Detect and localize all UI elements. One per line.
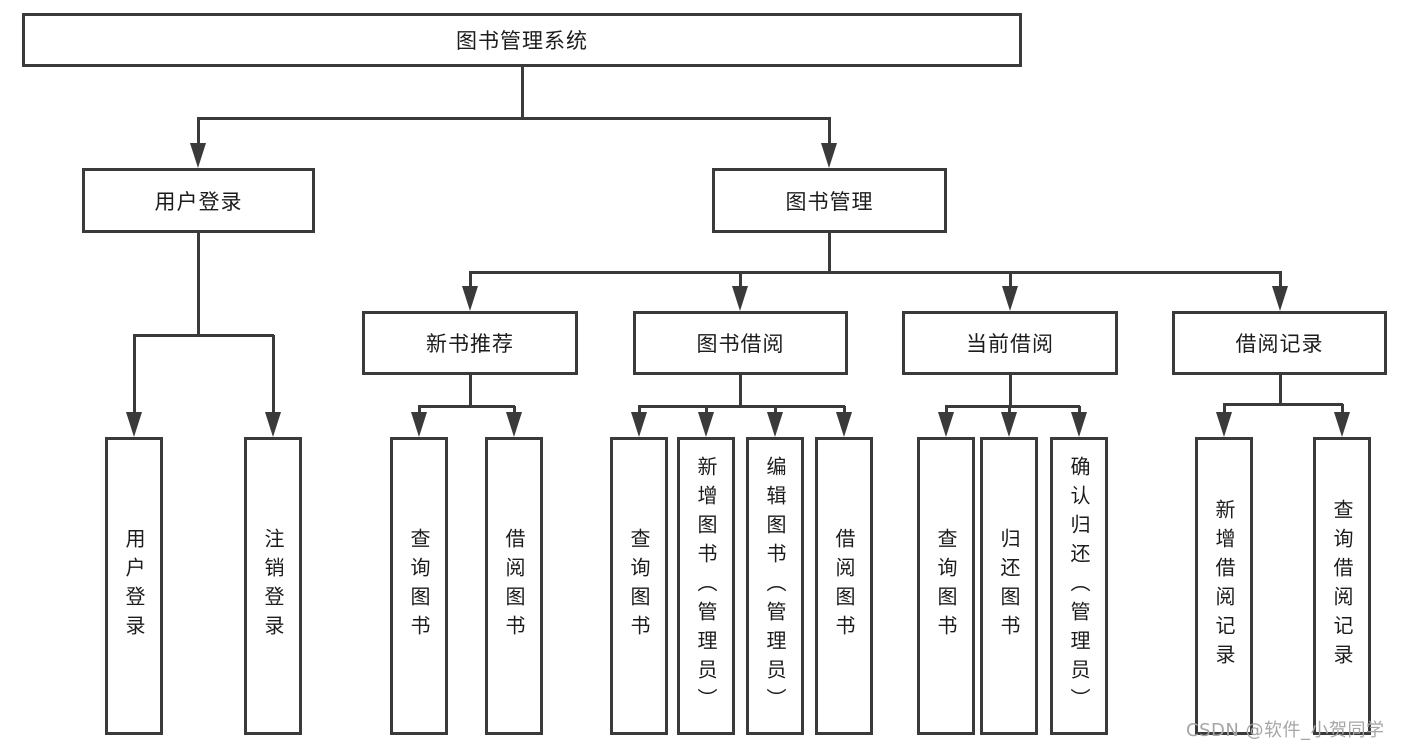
- connector-vline: [520, 67, 524, 119]
- connector-vline: [132, 335, 136, 414]
- node-library-management-system: 图书管理系统: [22, 13, 1022, 67]
- connector-vline: [196, 118, 200, 144]
- arrow-down-icon: [462, 286, 478, 311]
- leaf-add-borrow-record: 新增借阅记录: [1195, 437, 1253, 735]
- connector-hline: [1222, 403, 1343, 406]
- node-current-borrowing: 当前借阅: [902, 311, 1118, 375]
- arrow-down-icon: [1071, 412, 1087, 437]
- connector-hline: [637, 405, 845, 408]
- leaf-borrow-books-borrowing: 借阅图书: [815, 437, 873, 735]
- arrow-down-icon: [836, 412, 852, 437]
- arrow-down-icon: [1001, 412, 1017, 437]
- connector-vline: [704, 406, 708, 414]
- leaf-query-borrow-record: 查询借阅记录: [1313, 437, 1371, 735]
- connector-vline: [1278, 272, 1282, 290]
- arrow-down-icon: [126, 412, 142, 437]
- connector-vline: [944, 406, 948, 414]
- arrow-down-icon: [265, 412, 281, 437]
- leaf-query-books-borrowing: 查询图书: [610, 437, 668, 735]
- connector-vline: [417, 406, 421, 414]
- connector-vline: [773, 406, 777, 414]
- connector-vline: [1340, 404, 1344, 414]
- leaf-add-book-admin: 新增图书（管理员）: [677, 437, 735, 735]
- connector-vline: [842, 406, 846, 414]
- connector-vline: [512, 406, 516, 414]
- arrow-down-icon: [767, 412, 783, 437]
- watermark: CSDN @软件_小贺同学: [1186, 720, 1385, 741]
- connector-hline: [468, 271, 1282, 274]
- connector-vline: [468, 272, 472, 290]
- arrow-down-icon: [732, 286, 748, 311]
- leaf-edit-book-admin: 编辑图书（管理员）: [746, 437, 804, 735]
- arrow-down-icon: [1272, 286, 1288, 311]
- leaf-return-book: 归还图书: [980, 437, 1038, 735]
- connector-vline: [827, 118, 831, 144]
- leaf-borrow-books-recommend: 借阅图书: [485, 437, 543, 735]
- arrow-down-icon: [938, 412, 954, 437]
- node-user-login: 用户登录: [82, 168, 315, 233]
- arrow-down-icon: [698, 412, 714, 437]
- node-new-book-recommend: 新书推荐: [362, 311, 578, 375]
- arrow-down-icon: [631, 412, 647, 437]
- leaf-query-books-current: 查询图书: [917, 437, 975, 735]
- node-book-management: 图书管理: [712, 168, 947, 233]
- arrow-down-icon: [821, 143, 837, 168]
- leaf-query-books-recommend: 查询图书: [390, 437, 448, 735]
- node-borrowing-records: 借阅记录: [1172, 311, 1387, 375]
- arrow-down-icon: [411, 412, 427, 437]
- connector-vline: [271, 335, 275, 414]
- connector-hline: [132, 334, 274, 337]
- connector-hline: [417, 405, 515, 408]
- connector-vline: [1007, 406, 1011, 414]
- leaf-user-login: 用户登录: [105, 437, 163, 735]
- connector-vline: [827, 232, 831, 273]
- connector-vline: [1278, 374, 1282, 405]
- connector-vline: [637, 406, 641, 414]
- leaf-confirm-return-admin: 确认归还（管理员）: [1050, 437, 1108, 735]
- arrow-down-icon: [1002, 286, 1018, 311]
- connector-hline: [944, 405, 1080, 408]
- connector-vline: [1008, 272, 1012, 290]
- connector-vline: [196, 232, 200, 336]
- connector-vline: [1008, 374, 1012, 407]
- arrow-down-icon: [506, 412, 522, 437]
- connector-vline: [468, 374, 472, 407]
- connector-vline: [1077, 406, 1081, 414]
- arrow-down-icon: [190, 143, 206, 168]
- arrow-down-icon: [1216, 412, 1232, 437]
- connector-vline: [738, 272, 742, 290]
- connector-vline: [738, 374, 742, 407]
- connector-vline: [1222, 404, 1226, 414]
- arrow-down-icon: [1334, 412, 1350, 437]
- node-book-borrowing: 图书借阅: [633, 311, 848, 375]
- connector-hline: [196, 117, 831, 120]
- leaf-logout: 注销登录: [244, 437, 302, 735]
